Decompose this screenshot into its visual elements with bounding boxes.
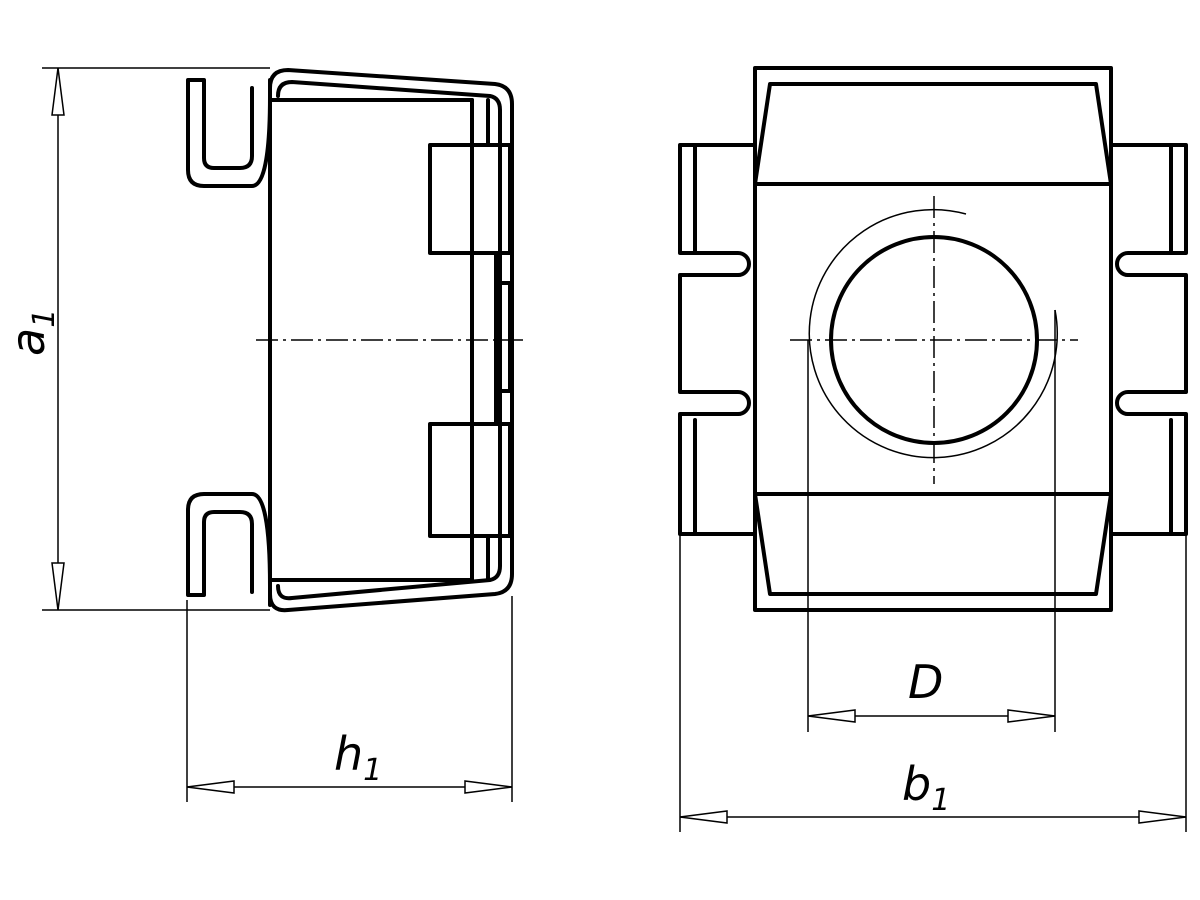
side-tab-top (428, 143, 512, 255)
dim-b1-arrow-left (679, 810, 728, 824)
side-hook-bottom (186, 492, 272, 597)
front-body (753, 182, 1113, 496)
front-lug-left-top (678, 143, 757, 277)
front-thread-arc (808, 208, 1058, 459)
front-bottom-band (753, 492, 1113, 596)
dim-a1-arrow-top (51, 67, 65, 116)
dim-a1-arrow-bottom (51, 562, 65, 611)
dimension-D: D (807, 310, 1056, 732)
front-lug-right-mid (1115, 273, 1188, 416)
dimension-h1: h1 (186, 596, 513, 802)
front-lug-right-top (1109, 143, 1188, 277)
dim-h1-arrow-right (464, 780, 513, 794)
dim-a1-label: a1 (1, 309, 62, 356)
dim-D-arrow-left (807, 709, 856, 723)
side-hook-top (186, 78, 272, 188)
dim-D-arrow-right (1007, 709, 1056, 723)
dimension-b1: b1 (679, 534, 1187, 832)
dim-h1-label: h1 (334, 727, 382, 788)
front-lug-right-bot (1109, 412, 1188, 536)
side-tab-bottom (428, 422, 512, 538)
dim-b1-arrow-right (1138, 810, 1187, 824)
front-view (678, 66, 1188, 612)
side-clip-inner (276, 80, 502, 601)
dim-D-label: D (908, 655, 943, 709)
dim-b1-label: b1 (902, 757, 950, 818)
dim-h1-arrow-left (186, 780, 235, 794)
dimension-a1: a1 (1, 67, 270, 611)
side-view (186, 68, 528, 613)
front-lug-left-mid (678, 273, 751, 416)
front-lug-left-bot (678, 412, 757, 536)
front-top-band (753, 82, 1113, 186)
